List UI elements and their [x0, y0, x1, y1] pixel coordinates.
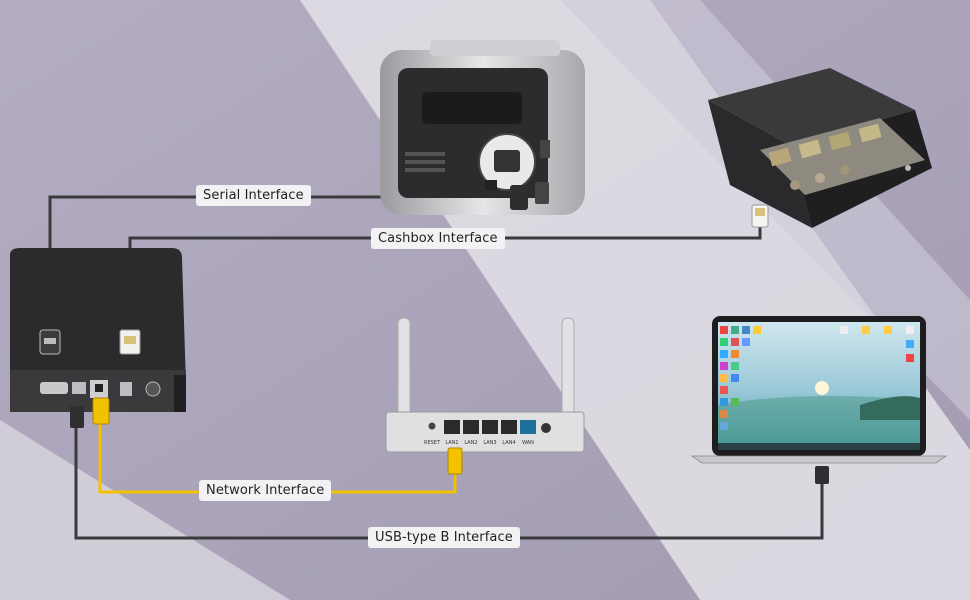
- router-port-lan3: LAN3: [483, 440, 496, 446]
- router-port-reset: RESET: [424, 440, 441, 446]
- background-light-bottom: [0, 420, 290, 600]
- laptop-usb-plug: [815, 466, 829, 484]
- cash-drawer-device: [708, 68, 932, 228]
- router-port-lan2: LAN2: [464, 440, 477, 446]
- rj11-plug: [751, 204, 769, 228]
- router-port-lan4: LAN4: [502, 440, 515, 446]
- cashbox-interface-label: Cashbox Interface: [371, 228, 505, 249]
- db9-serial-plug: [39, 329, 61, 355]
- money-counter-device: [380, 40, 585, 215]
- usb-interface-label: USB-type B Interface: [368, 527, 520, 548]
- usb-b-plug: [70, 406, 84, 428]
- router-device: [385, 317, 585, 453]
- router-port-wan: WAN: [522, 440, 534, 446]
- serial-interface-label: Serial Interface: [196, 185, 311, 206]
- router-yellow-plug: [447, 447, 463, 475]
- receipt-printer-device: [10, 248, 186, 412]
- rj45-yellow-plug: [92, 397, 110, 425]
- rj11-printer-plug: [119, 329, 141, 355]
- laptop-device: [690, 316, 948, 464]
- network-interface-label: Network Interface: [199, 480, 332, 501]
- router-port-lan1: LAN1: [445, 440, 458, 446]
